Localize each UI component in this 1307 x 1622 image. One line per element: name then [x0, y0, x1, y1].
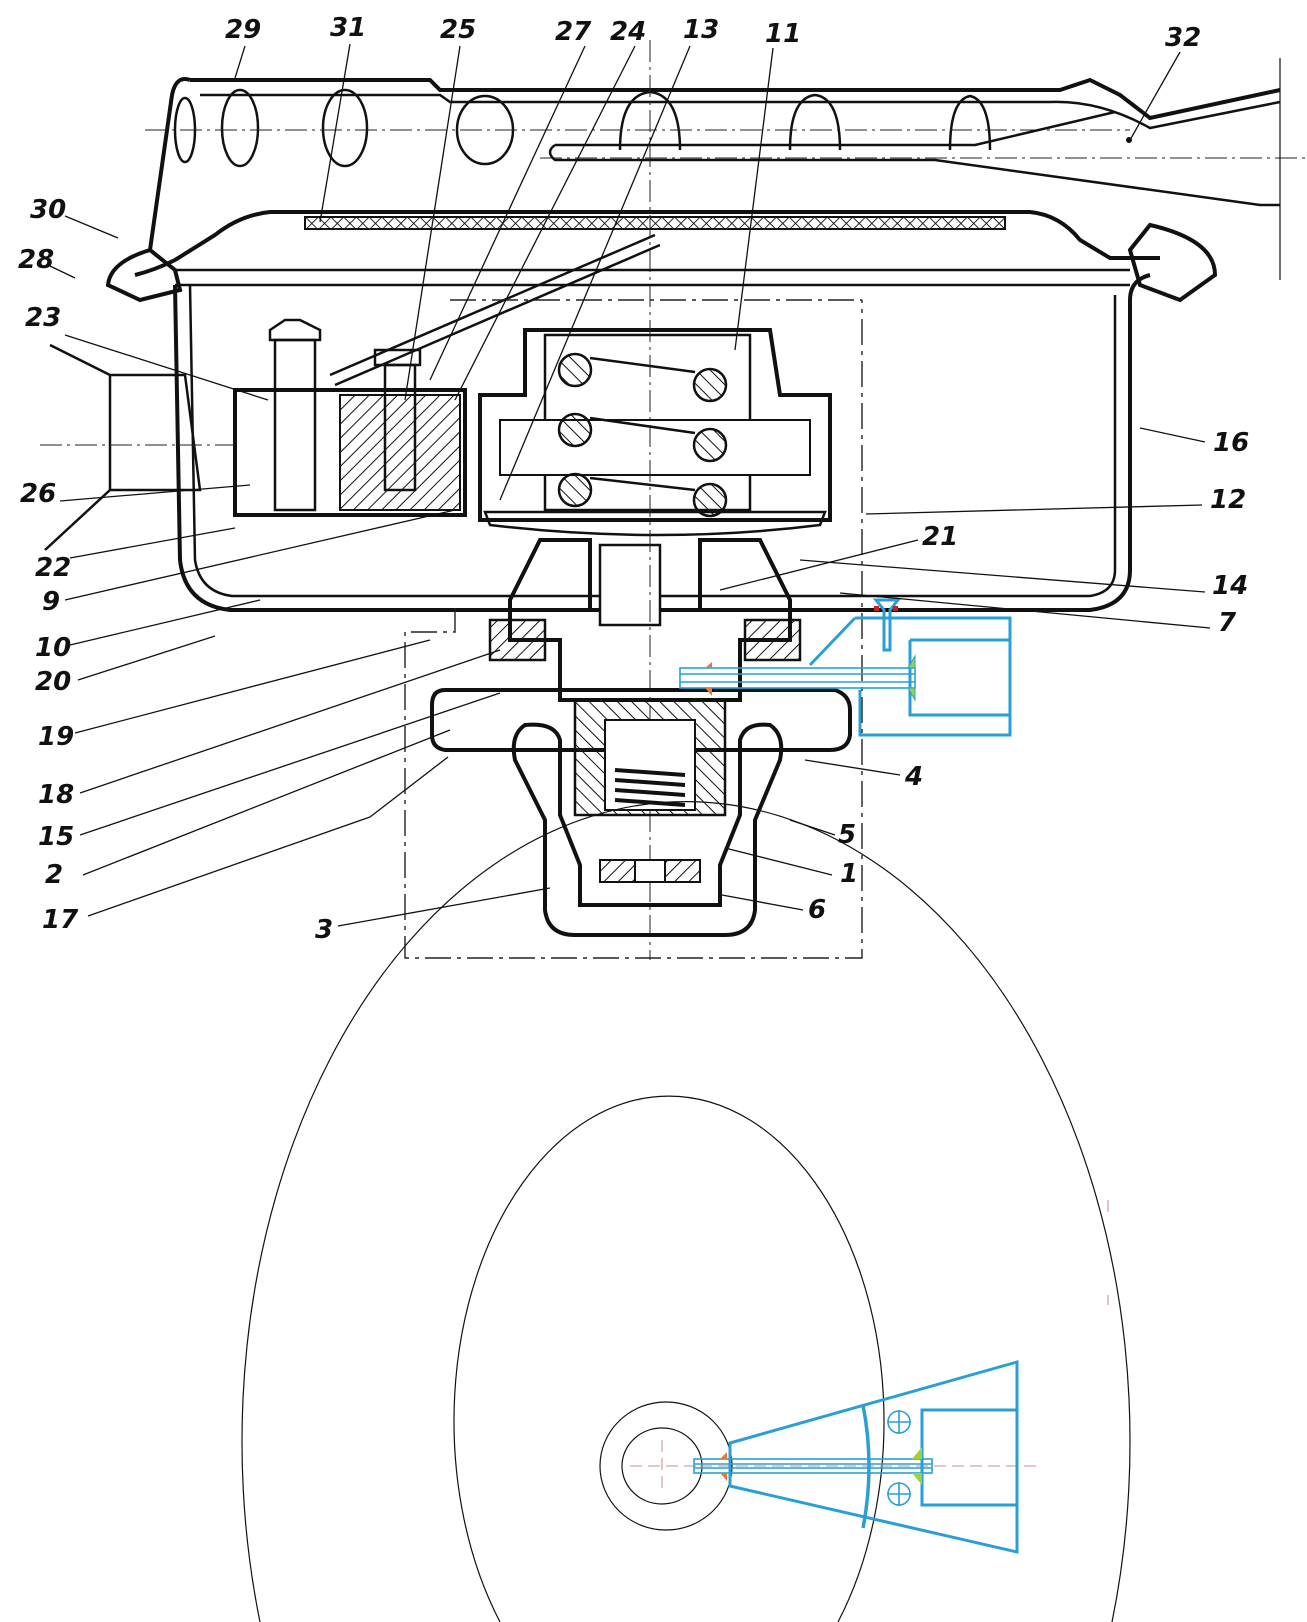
- callout-27: 27: [429, 17, 592, 381]
- callout-15: 15: [38, 692, 501, 852]
- svg-text:13: 13: [683, 15, 719, 45]
- callouts: 29 31 25 27 24 13 11 32: [18, 13, 1249, 945]
- callout-22: 22: [35, 527, 236, 583]
- regulator-spring: [557, 352, 728, 518]
- section-view: [40, 40, 1307, 960]
- callout-28: 28: [18, 245, 76, 279]
- callout-10: 10: [35, 599, 261, 663]
- callout-7: 7: [839, 592, 1237, 638]
- svg-text:28: 28: [18, 245, 54, 275]
- callout-11: 11: [734, 19, 801, 351]
- svg-text:9: 9: [42, 587, 60, 617]
- svg-text:3: 3: [315, 915, 333, 945]
- callout-17: 17: [42, 756, 449, 935]
- callout-29: 29: [225, 15, 261, 79]
- svg-text:29: 29: [225, 15, 261, 45]
- hub-outer: [599, 1401, 733, 1531]
- svg-text:19: 19: [38, 722, 74, 752]
- callout-14: 14: [799, 559, 1248, 601]
- svg-text:2: 2: [45, 860, 63, 890]
- svg-text:6: 6: [808, 895, 826, 925]
- callout-5: 5: [789, 819, 856, 850]
- added-bracket-section: [679, 598, 1012, 737]
- svg-text:16: 16: [1213, 428, 1249, 458]
- svg-text:31: 31: [330, 13, 366, 43]
- small-spring: [614, 768, 686, 807]
- callout-1: 1: [724, 847, 858, 889]
- svg-text:11: 11: [765, 19, 801, 49]
- inner-lid: [134, 210, 1160, 277]
- regulator-body: [478, 328, 832, 522]
- cap: [511, 722, 784, 937]
- svg-text:4: 4: [904, 762, 923, 792]
- nozzle-tube: [548, 110, 1280, 207]
- svg-text:30: 30: [30, 195, 66, 225]
- callout-20: 20: [35, 635, 216, 697]
- callout-24: 24: [454, 17, 646, 401]
- plan-view: [241, 801, 1131, 1622]
- callout-23: 23: [25, 303, 269, 401]
- svg-text:23: 23: [25, 303, 61, 333]
- added-bracket-plan: [693, 1360, 1019, 1554]
- callout-2: 2: [45, 729, 451, 890]
- inner-ring-arc: [453, 1095, 885, 1622]
- svg-text:12: 12: [1210, 485, 1246, 515]
- callout-13: 13: [499, 15, 719, 501]
- svg-text:25: 25: [440, 15, 476, 45]
- callout-30: 30: [30, 195, 119, 239]
- svg-text:10: 10: [35, 633, 71, 663]
- callout-12: 12: [865, 485, 1246, 515]
- callout-16: 16: [1139, 427, 1249, 458]
- svg-text:15: 15: [38, 822, 74, 852]
- outer-ring-arc: [241, 801, 1131, 1622]
- svg-text:22: 22: [35, 553, 71, 583]
- svg-text:24: 24: [610, 17, 646, 47]
- callout-32: 32: [1126, 23, 1201, 143]
- svg-text:18: 18: [38, 780, 74, 810]
- callout-31: 31: [319, 13, 366, 223]
- callout-6: 6: [721, 894, 826, 925]
- svg-text:14: 14: [1212, 571, 1248, 601]
- svg-text:32: 32: [1165, 23, 1201, 53]
- callout-25: 25: [404, 15, 476, 401]
- svg-text:20: 20: [35, 667, 71, 697]
- callout-3: 3: [315, 887, 551, 945]
- svg-text:7: 7: [1218, 608, 1237, 638]
- svg-text:1: 1: [840, 859, 858, 889]
- svg-text:17: 17: [42, 905, 79, 935]
- callout-18: 18: [38, 649, 501, 810]
- svg-text:27: 27: [555, 17, 592, 47]
- svg-text:26: 26: [20, 479, 56, 509]
- svg-text:21: 21: [922, 522, 958, 552]
- housing-pan: [173, 273, 1151, 612]
- callout-4: 4: [804, 759, 923, 792]
- callout-21: 21: [719, 522, 958, 591]
- callout-26: 26: [20, 479, 251, 509]
- outer-cover-inner: [200, 93, 1281, 130]
- callout-9: 9: [42, 509, 456, 617]
- callout-19: 19: [38, 639, 431, 752]
